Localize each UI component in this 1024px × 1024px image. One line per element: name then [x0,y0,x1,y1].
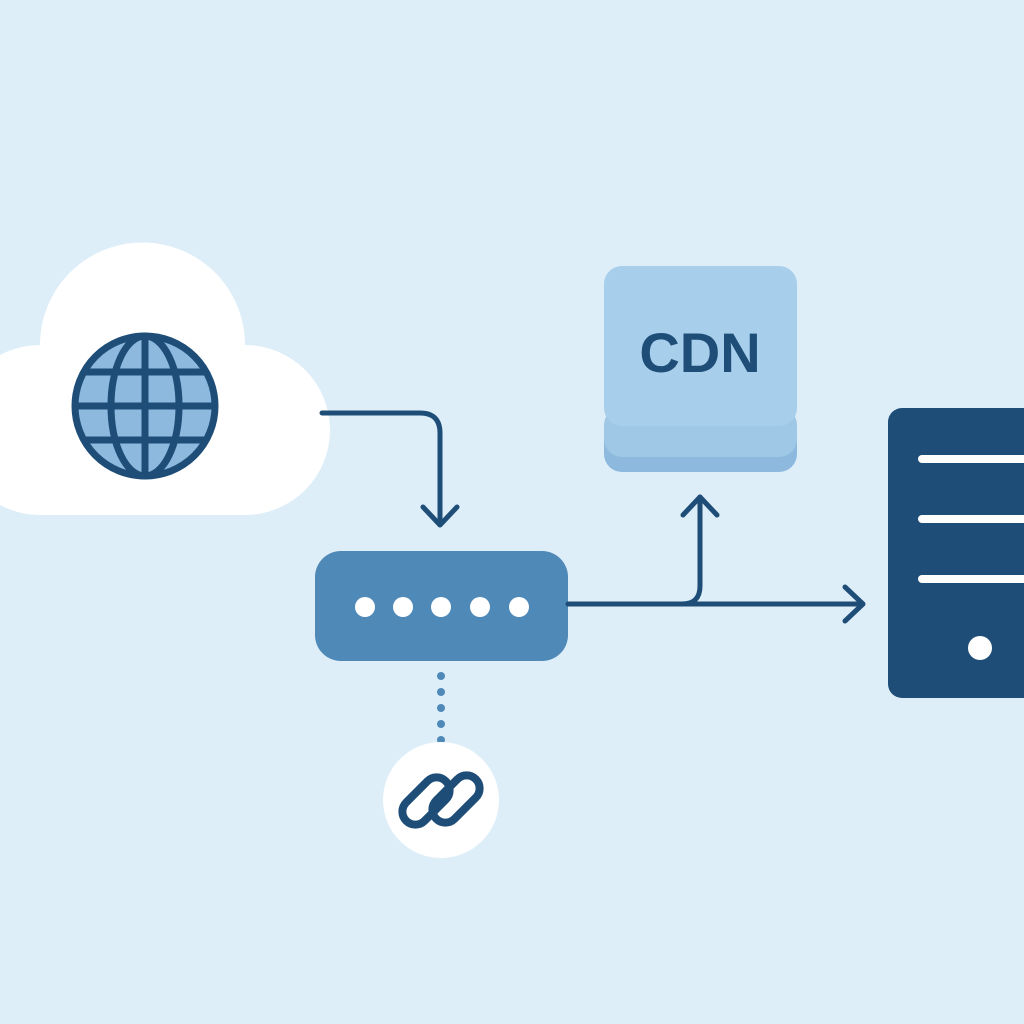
stack-icon [604,266,797,472]
server-node [888,408,1024,698]
indicator-dot [431,597,451,617]
load-balancer [315,551,568,661]
internet-cloud [0,242,330,515]
arrow-head-down [420,504,460,528]
edge-router-to-server [565,584,866,624]
cdn-label: CDN [639,321,760,384]
indicator-dot [509,597,529,617]
edge-cloud-to-router [319,410,460,528]
edge-router-to-link [437,672,445,744]
indicator-dot [470,597,490,617]
link-node [383,742,499,858]
indicator-dot [355,597,375,617]
globe-icon [71,332,219,480]
edge-router-to-cdn [679,494,720,607]
indicator-dot [393,597,413,617]
chain-link-icon [398,771,484,829]
arrow-head-right [842,584,866,624]
cdn-node: CDN [604,266,797,472]
server-icon [888,408,1024,698]
arrow-head-up [680,494,720,518]
router-icon [355,597,529,617]
